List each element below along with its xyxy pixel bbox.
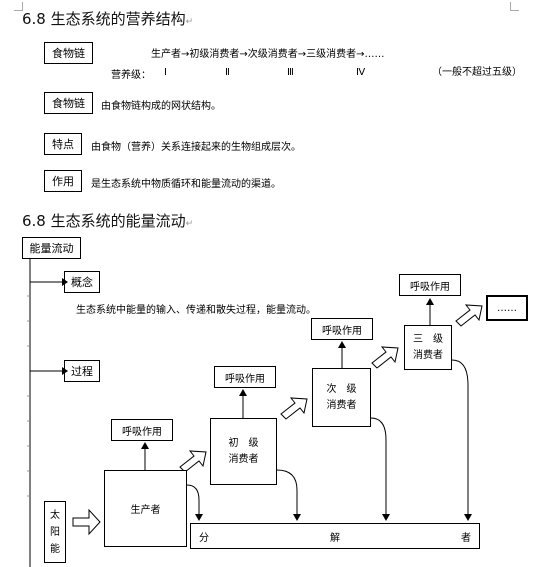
next-level-box: …… [486, 295, 528, 321]
secondary-to-decomposer-line [370, 417, 387, 516]
secondary-consumer-box: 次 级消费者 [312, 368, 371, 427]
decomposer-box: 分 解 者 [190, 523, 480, 549]
tertiary-to-decomposer-arrowhead [464, 514, 472, 521]
sun-to-producer-arrow [72, 508, 101, 536]
process-branch-arrow [62, 367, 68, 375]
producer-respiration-arrowhead [141, 442, 149, 449]
producer-to-decomposer-line [186, 484, 200, 516]
trophic-level-3: Ⅲ [287, 67, 294, 78]
food-web-text: 由食物链构成的网状结构。 [101, 101, 221, 112]
process-label-box: 过程 [64, 360, 100, 382]
tertiary-to-decomposer-line [451, 359, 469, 516]
tertiary-to-next-arrow [455, 304, 483, 327]
secondary-respiration-box: 呼吸作用 [311, 318, 373, 340]
energy-flow-label-box: 能量流动 [22, 237, 81, 259]
producer-to-decomposer-arrowhead [195, 514, 203, 521]
producer-box: 生产者 [104, 470, 187, 547]
section1-heading: 6.8 生态系统的营养结构↵ [22, 10, 194, 28]
feature-label-box: 特点 [44, 133, 82, 155]
secondary-respiration-arrowhead [338, 341, 346, 348]
function-text: 是生态系统中物质循环和能量流动的渠道。 [91, 179, 281, 190]
tertiary-consumer-box: 三 级消费者 [404, 325, 452, 370]
primary-to-decomposer-line [276, 469, 298, 516]
sun-energy-box: 太阳能 [44, 501, 66, 563]
producer-respiration-box: 呼吸作用 [111, 419, 173, 441]
function-label-box: 作用 [44, 170, 82, 192]
secondary-to-tertiary-arrow [371, 346, 399, 369]
concept-branch-arrow [62, 278, 68, 286]
trophic-level-2: Ⅱ [225, 67, 230, 78]
concept-text: 生态系统中能量的输入、传递和散失过程，能量流动。 [76, 305, 316, 316]
primary-respiration-box: 呼吸作用 [214, 366, 276, 388]
trophic-limit-note: （一般不超过五级） [432, 67, 522, 78]
tertiary-respiration-arrowhead [426, 298, 434, 305]
primary-to-secondary-arrow [280, 397, 308, 420]
trophic-level-4: Ⅳ [356, 67, 366, 78]
trophic-level-label: 营养级： [111, 70, 151, 81]
food-chain-label-box: 食物链 [44, 42, 93, 64]
primary-respiration-arrowhead [239, 389, 247, 396]
feature-text: 由食物（营养）关系连接起来的生物组成层次。 [91, 142, 301, 153]
primary-to-decomposer-arrowhead [293, 514, 301, 521]
section2-heading: 6.8 生态系统的能量流动↵ [22, 212, 194, 230]
food-web-label-box: 食物链 [44, 92, 93, 114]
primary-consumer-box: 初 级消费者 [210, 418, 277, 485]
food-chain-text: 生产者→初级消费者→次级消费者→三级消费者→…… [151, 49, 385, 60]
producer-to-primary-arrow [179, 450, 207, 473]
secondary-to-decomposer-arrowhead [382, 514, 390, 521]
trophic-level-1: Ⅰ [164, 67, 167, 78]
tertiary-respiration-box: 呼吸作用 [399, 274, 461, 296]
